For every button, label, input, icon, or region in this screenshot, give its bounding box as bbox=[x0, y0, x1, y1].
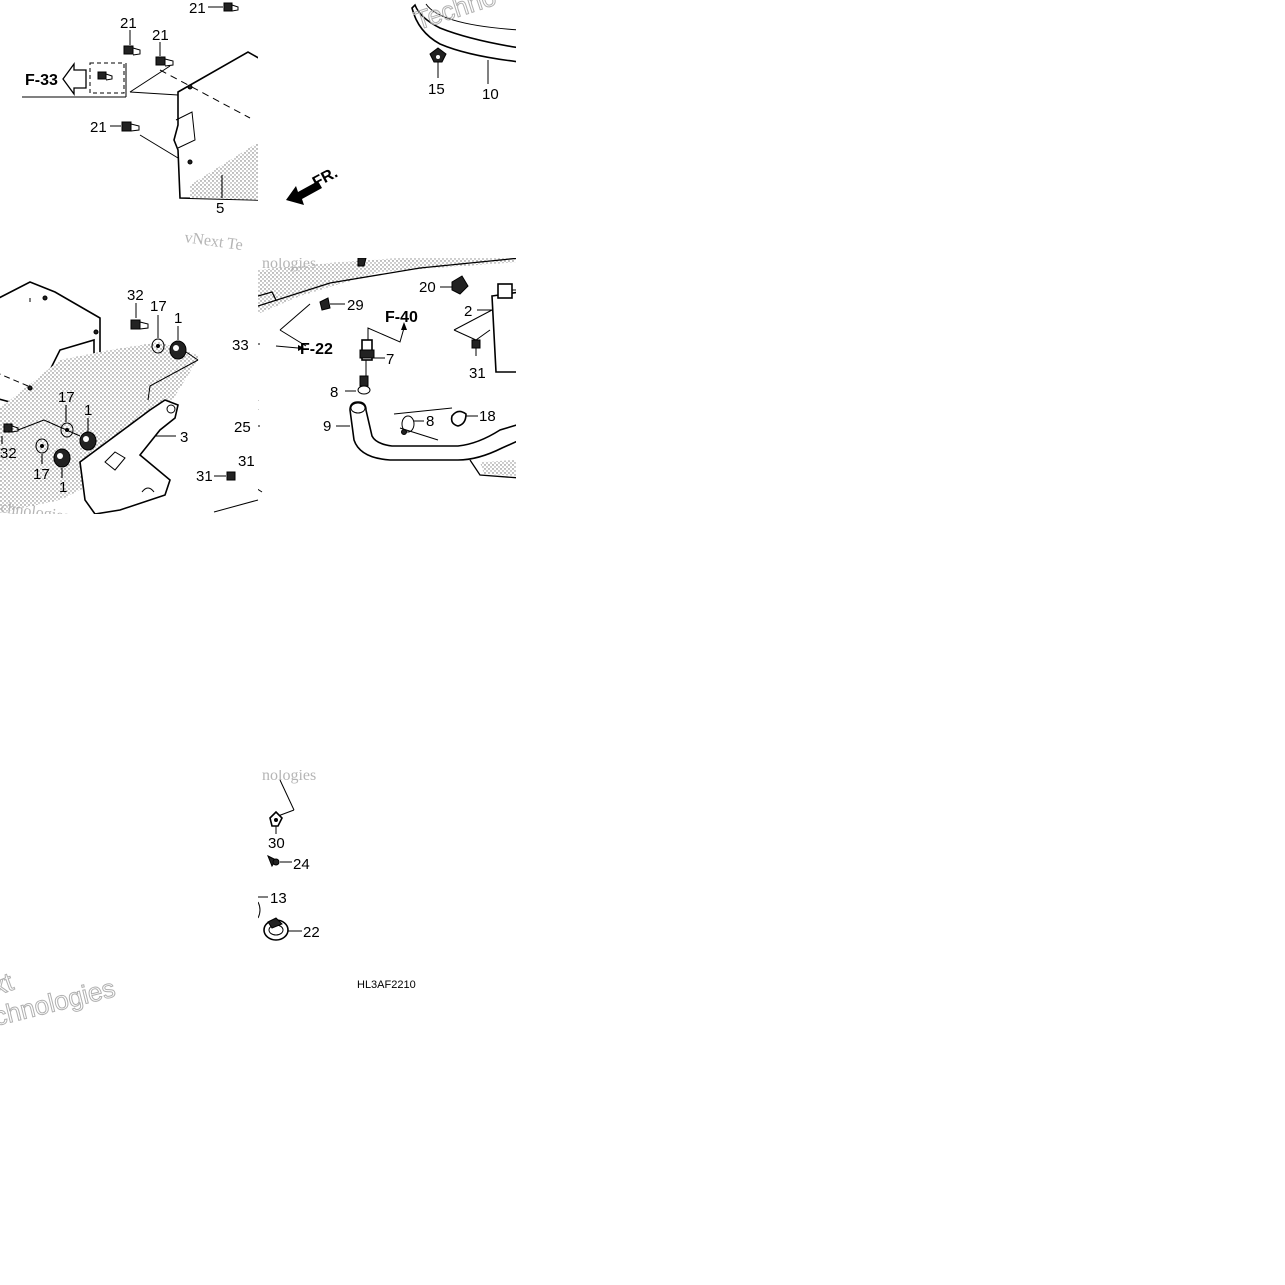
bracket-3 bbox=[79, 399, 179, 514]
cover-shading bbox=[190, 142, 258, 200]
callout-1-b: 1 bbox=[84, 402, 92, 419]
callout-21-c: 21 bbox=[90, 119, 107, 136]
clip-29 bbox=[319, 297, 331, 311]
callout-33: 33 bbox=[232, 337, 249, 354]
tile-top-left: F-33 21 21 21 21 5 vNext Te bbox=[22, 0, 258, 254]
bolt-31-c bbox=[471, 339, 481, 356]
f33-arrow bbox=[62, 62, 87, 96]
callout-31-b: 31 bbox=[238, 453, 255, 470]
callout-8-b: 8 bbox=[426, 413, 434, 430]
washer-17-a bbox=[151, 338, 165, 354]
rubber-1-a bbox=[169, 340, 187, 360]
ref-f22: F-22 bbox=[300, 341, 333, 358]
washer-17-c bbox=[35, 438, 49, 454]
callout-17-a: 17 bbox=[150, 298, 167, 315]
hose-9 bbox=[349, 401, 516, 461]
callout-15: 15 bbox=[428, 81, 445, 98]
bolt-24 bbox=[267, 854, 280, 868]
clip-20 bbox=[451, 275, 469, 295]
callout-9: 9 bbox=[323, 418, 331, 435]
watermark: vNext Te bbox=[183, 229, 243, 254]
callout-5: 5 bbox=[216, 200, 224, 217]
clip-30 bbox=[269, 810, 283, 827]
callout-1-c: 1 bbox=[59, 479, 67, 496]
bolt-21-b bbox=[155, 56, 174, 67]
tile-middle-right: nologies F-22 F-40 bbox=[258, 255, 516, 493]
watermark: nologies bbox=[262, 767, 316, 784]
boundary-labels: 33 25 31 31 bbox=[196, 337, 259, 513]
callout-3: 3 bbox=[180, 429, 188, 446]
ref-f40: F-40 bbox=[385, 309, 418, 326]
ref-f33: F-33 bbox=[25, 72, 58, 89]
callout-21-d: 21 bbox=[189, 0, 206, 17]
callout-30: 30 bbox=[268, 835, 285, 852]
bolt-32-a bbox=[130, 319, 149, 330]
callout-21-a: 21 bbox=[120, 15, 137, 32]
watermark: chnologies bbox=[0, 973, 118, 1032]
watermark: chnologies bbox=[0, 499, 70, 525]
callout-32-a: 32 bbox=[127, 287, 144, 304]
callout-8-a: 8 bbox=[330, 384, 338, 401]
callout-18: 18 bbox=[479, 408, 496, 425]
tile-middle-left: 32 17 1 17 1 3 32 17 1 chnologies bbox=[0, 281, 200, 525]
callout-31-c: 31 bbox=[469, 365, 486, 382]
bolt-21-c bbox=[121, 121, 140, 132]
rubber-1-b bbox=[79, 431, 97, 451]
clamp-18 bbox=[450, 410, 467, 427]
clip-15 bbox=[429, 47, 447, 63]
callout-24: 24 bbox=[293, 856, 310, 873]
bolt-31-b bbox=[258, 488, 263, 493]
clamp-22 bbox=[263, 917, 289, 941]
callout-7: 7 bbox=[386, 351, 394, 368]
shaded-area bbox=[0, 342, 200, 513]
callout-22: 22 bbox=[303, 924, 320, 941]
canister-2 bbox=[491, 283, 516, 373]
tile-bottom-middle: nologies 30 24 13 22 HL3AF2210 bbox=[258, 767, 416, 991]
bolt-31-a bbox=[214, 471, 236, 481]
sensor-7 bbox=[359, 339, 375, 376]
watermark-fragment-bottom-left: xt chnologies bbox=[0, 966, 119, 1033]
callout-32-b: 32 bbox=[0, 445, 17, 462]
callout-25: 25 bbox=[234, 419, 251, 436]
oring-8-a bbox=[357, 375, 371, 395]
callout-21-b: 21 bbox=[152, 27, 169, 44]
rubber-1-c bbox=[53, 448, 71, 468]
bolt-21-d bbox=[223, 2, 239, 12]
callout-17-c: 17 bbox=[33, 466, 50, 483]
frame-rail bbox=[258, 258, 516, 314]
callout-29: 29 bbox=[347, 297, 364, 314]
callout-17-b: 17 bbox=[58, 389, 75, 406]
watermark: Techno bbox=[411, 0, 500, 36]
watermark: nologies bbox=[262, 255, 316, 272]
tile-top-right: Techno 15 10 FR. bbox=[286, 0, 516, 205]
callout-13: 13 bbox=[270, 890, 287, 907]
bolt-21-a bbox=[123, 45, 141, 56]
callout-31-a: 31 bbox=[196, 468, 213, 485]
diagram-code: HL3AF2210 bbox=[357, 979, 416, 991]
callout-10: 10 bbox=[482, 86, 499, 103]
callout-20: 20 bbox=[419, 279, 436, 296]
front-direction-arrow: FR. bbox=[286, 164, 341, 205]
pipe-10 bbox=[411, 3, 516, 63]
callout-1-a: 1 bbox=[174, 310, 182, 327]
callout-2: 2 bbox=[464, 303, 472, 320]
